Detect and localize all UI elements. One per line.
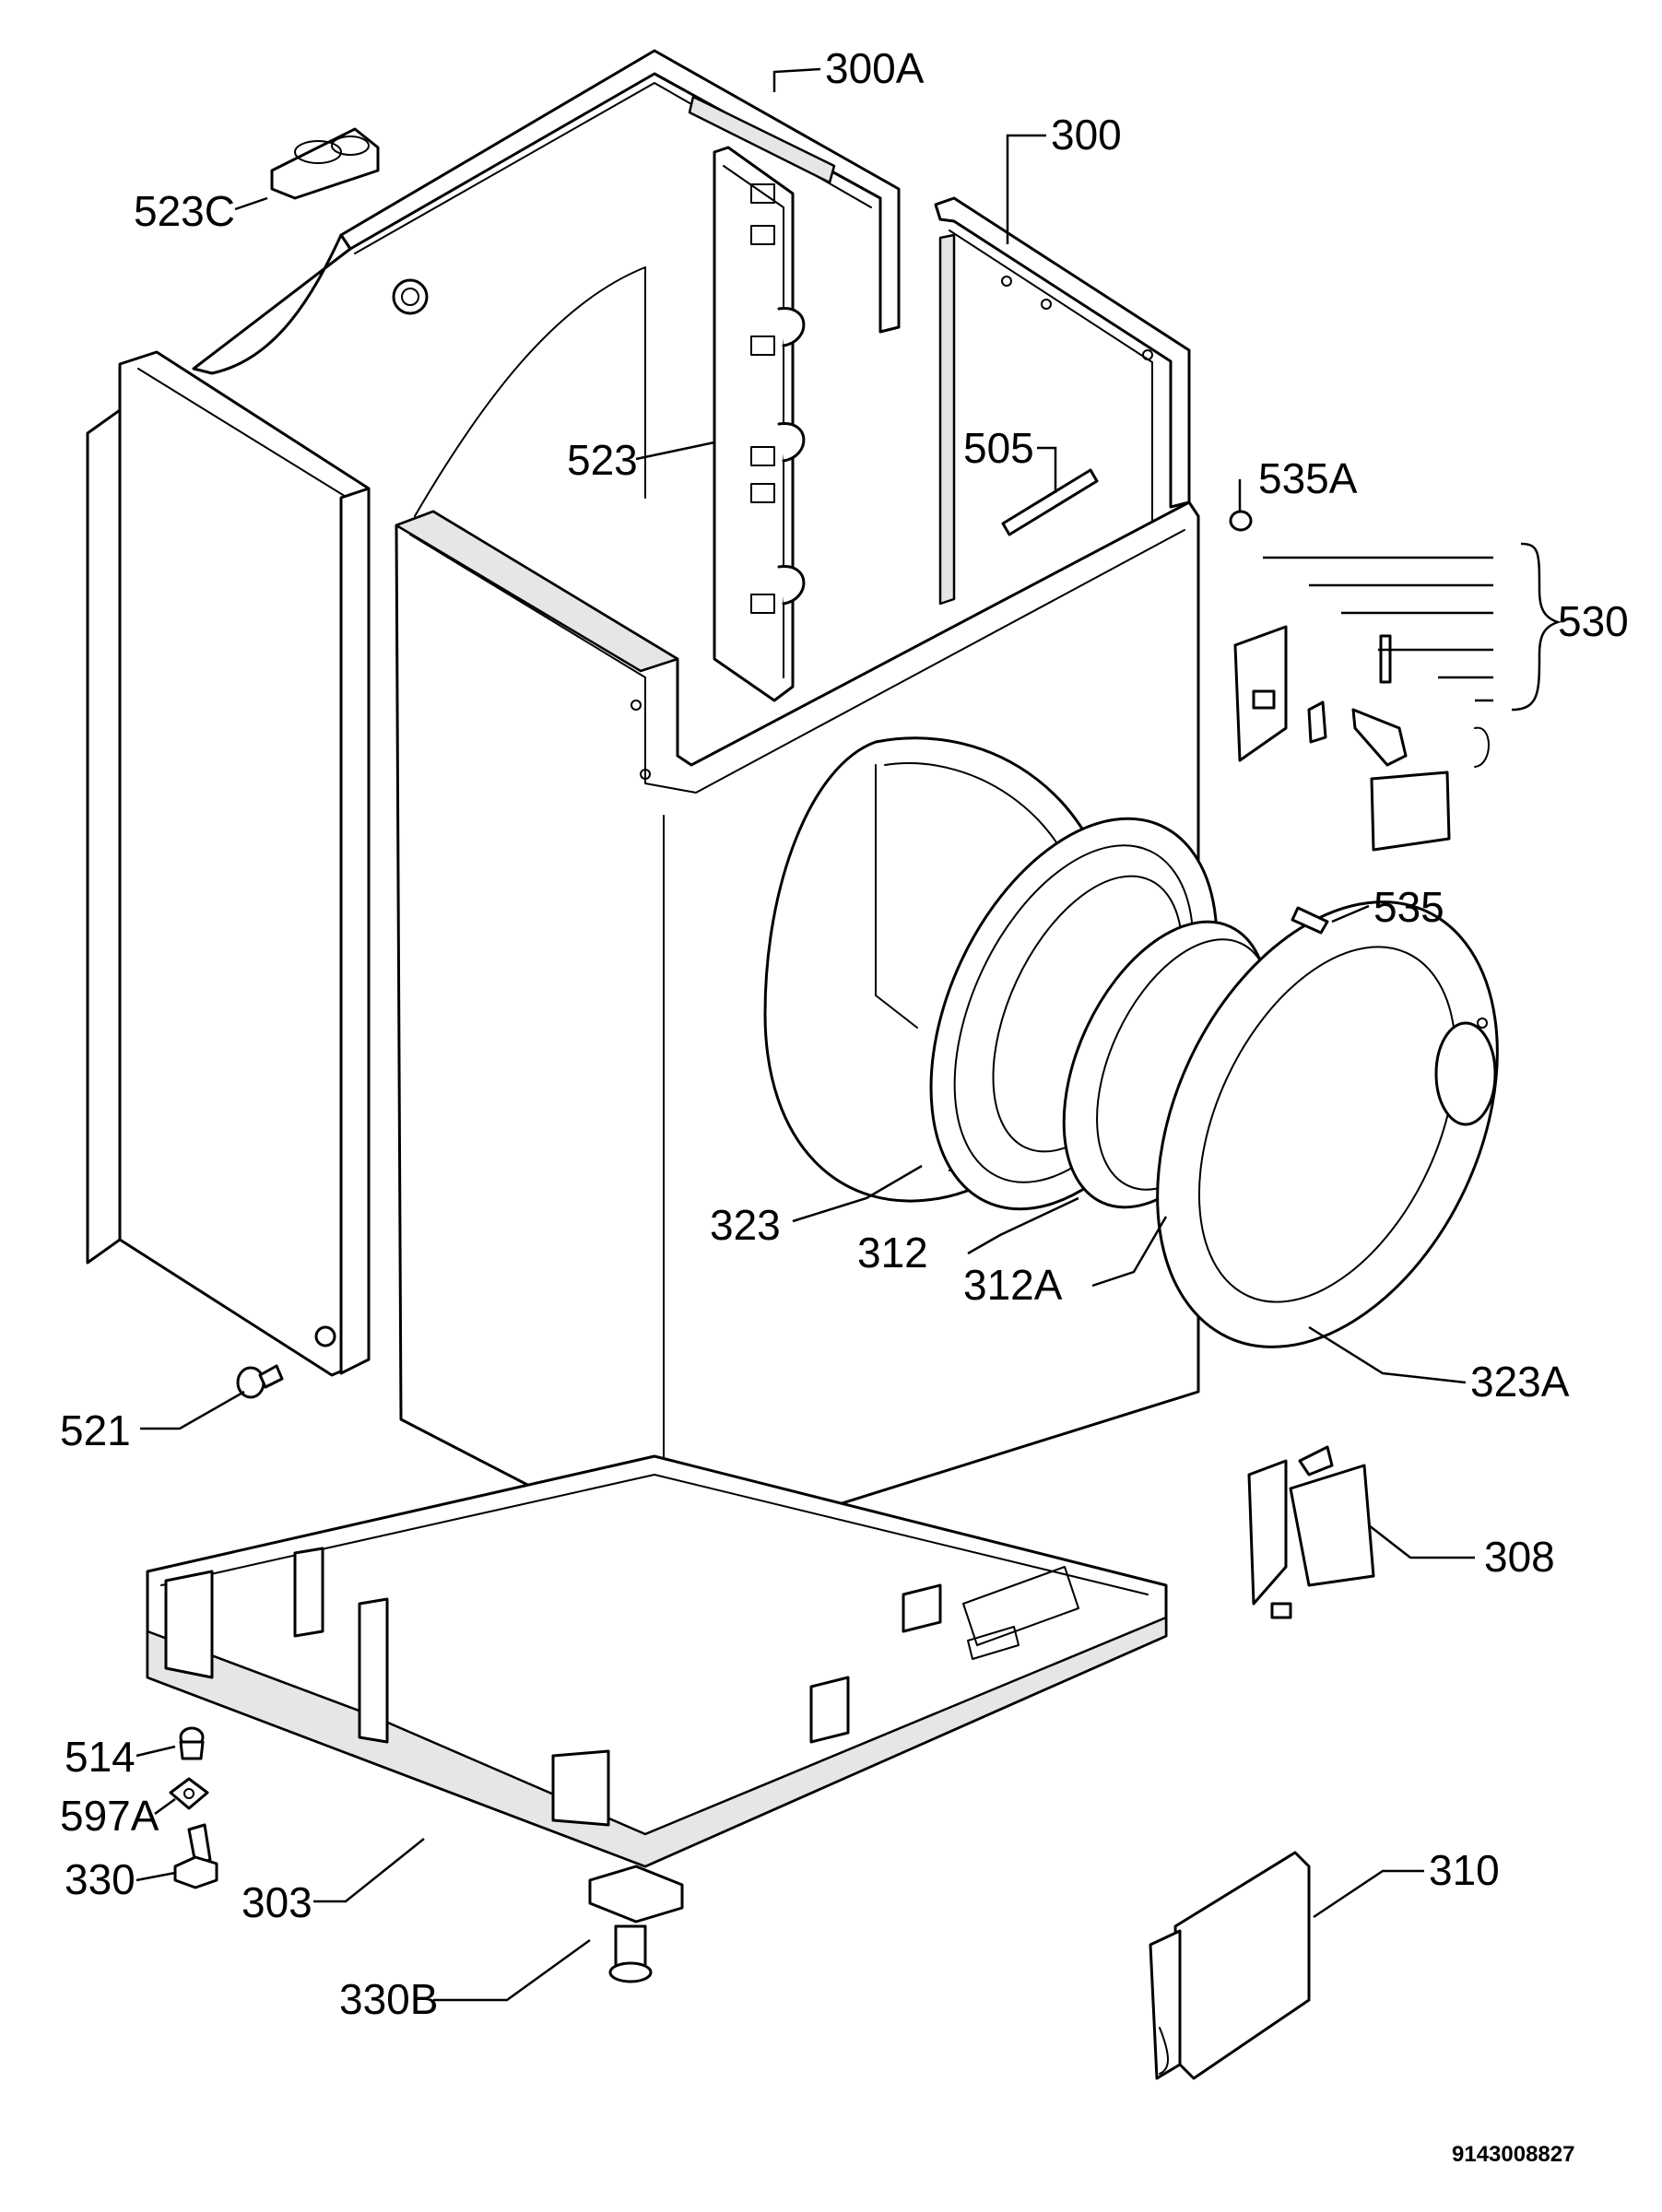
cabinet-left-side-panel-521 xyxy=(86,350,371,1377)
label-597a: 597A xyxy=(60,1792,159,1840)
leader-lines xyxy=(136,67,1562,2002)
foot-330b xyxy=(588,1865,684,1983)
door-hinge-308 xyxy=(1247,1445,1375,1619)
drawing-number: 9143008827 xyxy=(1452,2142,1574,2167)
door-ring-323a xyxy=(1156,900,1499,1348)
label-300: 300 xyxy=(1051,111,1122,159)
screw-521 xyxy=(236,1364,284,1399)
label-312a: 312A xyxy=(963,1261,1063,1309)
door-lock-kit-530 xyxy=(1233,625,1490,852)
hose-505 xyxy=(1001,468,1099,536)
pin-535 xyxy=(1291,906,1329,935)
control-bracket-523 xyxy=(713,146,806,702)
cabinet-rear-frame-300a xyxy=(192,49,901,517)
label-312: 312 xyxy=(857,1229,928,1277)
hinge-clip-523c xyxy=(270,127,380,200)
label-514: 514 xyxy=(65,1733,136,1781)
bolt-514 xyxy=(179,1726,205,1760)
label-330b: 330B xyxy=(339,1975,438,2023)
screw-330 xyxy=(173,1823,218,1889)
plug-535a xyxy=(1229,510,1253,532)
label-330: 330 xyxy=(65,1855,136,1903)
label-521: 521 xyxy=(60,1406,131,1454)
cabinet-right-panel-300 xyxy=(934,196,1191,606)
label-300a: 300A xyxy=(825,44,925,92)
label-535a: 535A xyxy=(1258,454,1358,502)
label-308: 308 xyxy=(1484,1533,1555,1581)
part-labels: 300A 300 523C 523 505 535A 530 535 323 3… xyxy=(60,44,1629,2023)
base-frame-303 xyxy=(146,1454,1168,1868)
label-505: 505 xyxy=(963,424,1034,472)
label-535: 535 xyxy=(1373,883,1444,931)
label-523: 523 xyxy=(567,436,638,484)
label-530: 530 xyxy=(1558,597,1629,645)
service-flap-310 xyxy=(1149,1851,1311,2080)
label-323: 323 xyxy=(710,1201,781,1249)
nut-597a xyxy=(169,1777,209,1810)
label-310: 310 xyxy=(1429,1846,1500,1894)
label-323a: 323A xyxy=(1470,1358,1570,1406)
label-303: 303 xyxy=(242,1878,312,1926)
label-523c: 523C xyxy=(134,187,235,235)
